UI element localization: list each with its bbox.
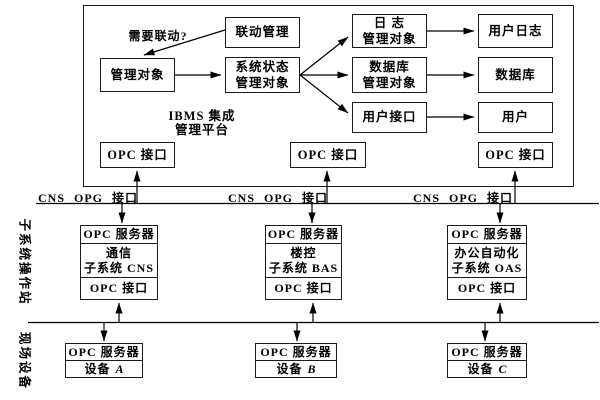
device-id: A [115, 361, 124, 376]
opc-interface-row: OPC 接口 [457, 281, 517, 295]
opc-server-row: OPC 服务器 [448, 344, 526, 361]
section-label-subsystem-stations: 子系统操作站 [17, 218, 32, 306]
device-box-c: OPC 服务器 设备 C [447, 343, 527, 378]
box-opc-interface-2: OPC 接口 [290, 142, 366, 168]
device-name: 设备 B [256, 361, 336, 377]
subsystem-box-cns: OPC 服务器 通信 子系统 CNS OPC 接口 [80, 225, 158, 300]
section-label-field-devices: 现场设备 [17, 331, 32, 391]
platform-title: IBMS 集成 管理平台 [168, 109, 236, 138]
device-label: 设备 [276, 361, 303, 376]
bus-label-3: CNS OPG 接口 [413, 191, 514, 205]
box-log-managed-object: 日 志 管理对象 [352, 14, 427, 48]
box-database: 数据库 [478, 57, 553, 93]
box-linkage-management: 联动管理 [225, 17, 300, 48]
opc-interface-row: OPC 接口 [274, 281, 333, 295]
device-name: 设备 C [448, 361, 526, 377]
bus-label-1: CNS OPG 接口 [38, 191, 139, 205]
platform-frame [83, 5, 574, 187]
device-label: 设备 [84, 361, 111, 376]
box-user-log: 用户日志 [478, 14, 553, 48]
device-box-b: OPC 服务器 设备 B [255, 343, 337, 378]
subsystem-name: 楼控 子系统 BAS [266, 243, 341, 278]
device-label: 设备 [467, 361, 494, 376]
device-name: 设备 A [66, 361, 142, 377]
bus-label-2: CNS OPG 接口 [228, 191, 329, 205]
opc-server-row: OPC 服务器 [256, 344, 336, 361]
box-managed-object: 管理对象 [100, 58, 175, 92]
box-opc-interface-3: OPC 接口 [478, 142, 553, 168]
subsystem-box-bas: OPC 服务器 楼控 子系统 BAS OPC 接口 [265, 225, 342, 300]
opc-interface-row: OPC 接口 [89, 281, 149, 295]
opc-server-row: OPC 服务器 [83, 227, 155, 241]
box-user-interface: 用户接口 [352, 102, 427, 133]
opc-server-row: OPC 服务器 [451, 227, 523, 241]
subsystem-name: 办公自动化 子系统 OAS [448, 243, 526, 278]
box-opc-interface-1: OPC 接口 [100, 142, 175, 168]
device-id: B [307, 361, 316, 376]
opc-server-row: OPC 服务器 [267, 227, 340, 241]
opc-server-row: OPC 服务器 [66, 344, 142, 361]
subsystem-name: 通信 子系统 CNS [81, 243, 157, 278]
box-system-status-managed-object: 系统状态 管理对象 [225, 57, 300, 93]
question-label: 需要联动? [128, 29, 188, 43]
subsystem-box-oas: OPC 服务器 办公自动化 子系统 OAS OPC 接口 [447, 225, 527, 300]
device-id: C [498, 361, 507, 376]
box-user: 用户 [478, 102, 553, 133]
box-database-managed-object: 数据库 管理对象 [352, 57, 427, 93]
device-box-a: OPC 服务器 设备 A [65, 343, 143, 378]
